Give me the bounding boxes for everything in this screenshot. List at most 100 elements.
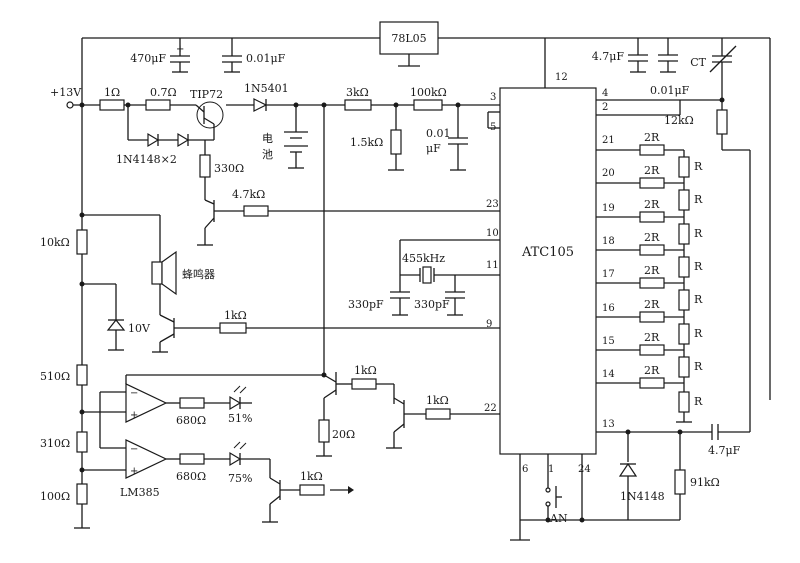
diodes-1n4148x2: 1N4148×2	[116, 105, 214, 166]
r47k-label: 4.7kΩ	[232, 188, 265, 201]
r-label-3: R	[694, 227, 703, 240]
transistor-4k7: 4.7kΩ	[197, 188, 500, 246]
capacitor-4.7uf-a: 4.7μF	[592, 38, 648, 73]
resistor-330: 330Ω	[199, 140, 244, 200]
r10k-label: 10kΩ	[40, 236, 70, 249]
r15k-label: 1.5kΩ	[350, 136, 383, 149]
transistor-20ohm: 20Ω 1kΩ	[316, 364, 395, 457]
regulator-78l05: 78L05	[379, 21, 546, 88]
pin-11: 11	[486, 260, 499, 271]
pin-19: 19	[602, 203, 615, 214]
an-label: AN	[549, 512, 568, 525]
pin-17: 17	[602, 269, 615, 280]
pin-20: 20	[602, 168, 615, 179]
capacitor-0.01uf-a: 0.01μF	[222, 38, 286, 73]
pin-15: 15	[602, 336, 615, 347]
capacitor-0.01uf-top	[658, 38, 678, 73]
r-label-6: R	[694, 327, 703, 340]
pin-18: 18	[602, 236, 615, 247]
pin-10: 10	[486, 228, 499, 239]
r2r-label-14: 2R	[644, 364, 660, 377]
pin-1: 1	[548, 464, 554, 475]
r-label-1: R	[694, 160, 703, 173]
transistor-buzzer-driver: 1kΩ	[152, 309, 500, 353]
pin-23: 23	[486, 199, 499, 210]
r-label-4: R	[694, 260, 703, 273]
r1k-c-label: 1kΩ	[426, 394, 449, 407]
tip72-label: TIP72	[190, 88, 223, 101]
supply-label: +13V	[50, 86, 82, 99]
r2r-label-15: 2R	[644, 331, 660, 344]
r510-label: 510Ω	[40, 370, 70, 383]
c001b-top-label: 0.01	[426, 127, 451, 140]
c330b-label: 330pF	[414, 298, 450, 311]
r1k-a-label: 1kΩ	[224, 309, 247, 322]
r2r-label-17: 2R	[644, 264, 660, 277]
pin-4: 4	[602, 88, 608, 99]
pin-5: 5	[490, 122, 496, 133]
r91k-label: 91kΩ	[690, 476, 720, 489]
opamp-upper: − + 680Ω 51%	[82, 374, 324, 448]
pin4-2-network: 12kΩ 0.01μF	[596, 84, 728, 150]
r680b-label: 680Ω	[176, 470, 206, 483]
r-label-8: R	[694, 395, 703, 408]
transistor-output-lower: 1kΩ	[262, 470, 354, 523]
pin-22: 22	[484, 403, 497, 414]
opamp-lower: − + LM385 680Ω 75%	[82, 439, 271, 499]
buzzer-label: 蜂鸣器	[182, 267, 215, 281]
r12k-label: 12kΩ	[664, 114, 694, 127]
r100-label: 100Ω	[40, 490, 70, 503]
d4148-label: 1N4148	[620, 490, 665, 503]
r100k-label: 100kΩ	[410, 86, 447, 99]
r310-label: 310Ω	[40, 437, 70, 450]
c001c-label: 0.01μF	[650, 84, 690, 97]
d4148x2-label: 1N4148×2	[116, 153, 177, 166]
buzzer: 蜂鸣器	[151, 250, 215, 315]
r2r-label-19: 2R	[644, 198, 660, 211]
c330a-label: 330pF	[348, 298, 384, 311]
trimmer-capacitor-ct: CT	[690, 38, 737, 92]
r2r-label-21: 2R	[644, 131, 660, 144]
r330-label: 330Ω	[214, 162, 244, 175]
d5401-label: 1N5401	[244, 82, 289, 95]
capacitor-470uf: 470μF +	[130, 38, 190, 73]
r2r-ladder: 2R 2R 2R 2R 2R 2R 2R 2R	[596, 131, 703, 423]
svg-text:−: −	[130, 444, 138, 455]
svg-text:+: +	[130, 466, 138, 477]
transistor-pin22: 1kΩ	[386, 394, 500, 449]
pin-14: 14	[602, 369, 615, 380]
r-label-5: R	[694, 293, 703, 306]
c470-label: 470μF	[130, 52, 166, 65]
pin-9: 9	[486, 319, 492, 330]
c001b-bot-label: μF	[426, 142, 441, 155]
svg-text:−: −	[130, 388, 138, 399]
pin-21: 21	[602, 135, 615, 146]
pin-6: 6	[522, 464, 528, 475]
c47a-label: 4.7μF	[592, 50, 625, 63]
regulator-label: 78L05	[391, 32, 426, 45]
svg-text:+: +	[176, 44, 184, 55]
diode-1n5401: 1N5401	[244, 82, 345, 112]
ic-label: ATC105	[521, 245, 574, 260]
r1k-b-label: 1kΩ	[354, 364, 377, 377]
r-label-2: R	[694, 193, 703, 206]
battery-label-2: 池	[262, 148, 273, 161]
battery: 电 池	[262, 105, 308, 169]
ic-atc105: ATC105 12 3 5 23 10 11 9 22 6 1 24 4 2 2…	[484, 72, 615, 475]
pin-3: 3	[490, 92, 496, 103]
c001a-label: 0.01μF	[246, 52, 286, 65]
pin-16: 16	[602, 303, 615, 314]
opamp-label: LM385	[120, 486, 160, 499]
crystal-455khz: 455kHz 330pF 330pF	[348, 239, 500, 316]
c47b-label: 4.7μF	[708, 444, 741, 457]
r-label-7: R	[694, 360, 703, 373]
r07-label: 0.7Ω	[150, 86, 177, 99]
xtal-label: 455kHz	[402, 252, 445, 265]
left-divider: 10kΩ 10V 510Ω 310Ω 100Ω	[40, 105, 161, 529]
r2r-label-20: 2R	[644, 164, 660, 177]
pct75-label: 75%	[228, 472, 252, 485]
r1k-d-label: 1kΩ	[300, 470, 323, 483]
supply-vertical	[321, 105, 327, 378]
bottom-pins: AN	[510, 454, 585, 541]
